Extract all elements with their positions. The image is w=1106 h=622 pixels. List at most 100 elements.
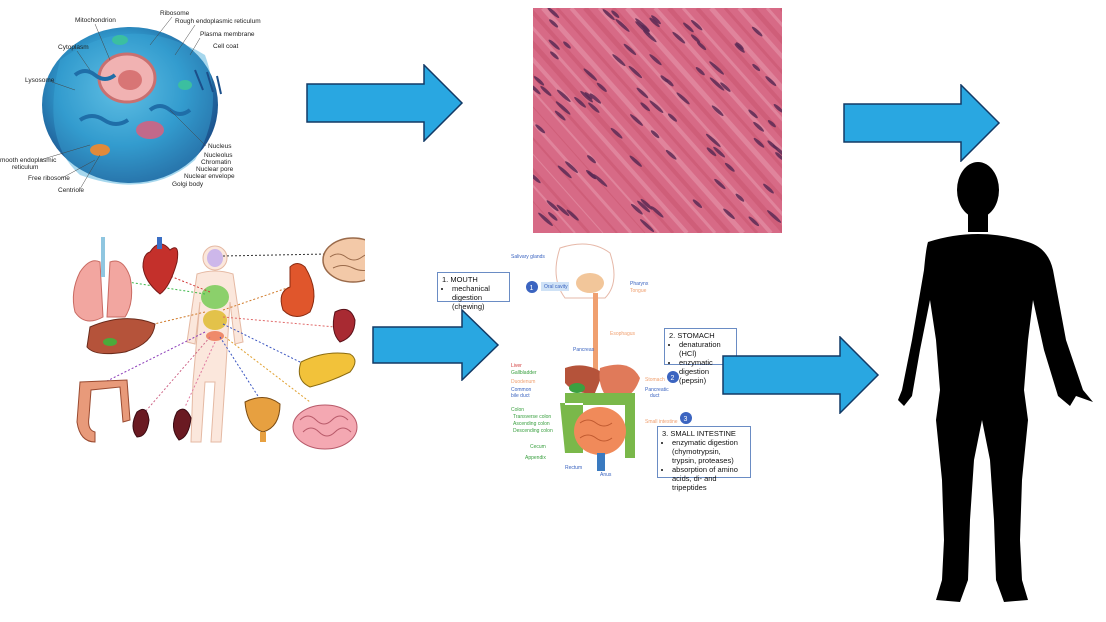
tissue-nucleus bbox=[533, 83, 541, 95]
label-descending-colon: Descending colon bbox=[513, 428, 553, 434]
tissue-nucleus bbox=[709, 77, 725, 91]
tissue-nucleus bbox=[584, 92, 593, 100]
callout-small-intestine-item-2: absorption of amino acids, di- and tripe… bbox=[672, 465, 746, 492]
tissue-nucleus bbox=[711, 105, 724, 117]
label-free-ribosome: Free ribosome bbox=[28, 175, 70, 182]
tissue-nucleus bbox=[706, 147, 717, 157]
label-liver: Liver bbox=[511, 363, 522, 369]
tissue-nucleus bbox=[773, 103, 782, 113]
tissue-nucleus bbox=[695, 67, 705, 76]
arrow-cell-to-tissue bbox=[306, 64, 464, 142]
tissue-fiber bbox=[533, 167, 591, 233]
digestive-system-diagram: 1 2 3 Salivary glands Oral cavity Pharyn… bbox=[505, 243, 765, 483]
tissue-nucleus bbox=[586, 169, 596, 180]
tissue-nucleus bbox=[630, 203, 643, 215]
tissue-nucleus bbox=[672, 31, 686, 44]
tissue-nucleus bbox=[651, 15, 661, 25]
callout-stomach-item-1: denaturation (HCl) bbox=[679, 340, 732, 358]
tissue-nucleus bbox=[713, 146, 726, 158]
tissue-nucleus bbox=[751, 26, 763, 37]
tissue-fiber bbox=[695, 8, 782, 107]
tissue-nucleus bbox=[752, 63, 761, 72]
tissue-nucleus bbox=[650, 130, 660, 139]
label-nucleus: Nucleus bbox=[208, 143, 232, 150]
tissue-nucleus bbox=[676, 92, 690, 105]
tissue-nucleus bbox=[775, 152, 782, 161]
tissue-nucleus bbox=[611, 10, 620, 18]
tissue-fiber bbox=[611, 8, 782, 202]
label-stomach: Stomach bbox=[645, 377, 665, 383]
tissue-nucleus bbox=[709, 61, 724, 75]
tissue-nucleus bbox=[547, 8, 560, 19]
label-rectum: Rectum bbox=[565, 465, 582, 471]
tissue-fiber bbox=[533, 120, 633, 233]
tissue-nucleus bbox=[643, 29, 657, 43]
tissue-nucleus bbox=[628, 65, 643, 79]
tissue-nucleus bbox=[635, 18, 651, 32]
tissue-nucleus bbox=[734, 43, 745, 53]
label-oral-cavity: Oral cavity bbox=[544, 284, 568, 290]
tissue-nucleus bbox=[767, 210, 782, 223]
tissue-nuclei bbox=[533, 8, 782, 233]
tissue-nucleus bbox=[683, 22, 694, 33]
callout-stomach-item-2: enzymatic digestion (pepsin) bbox=[679, 358, 732, 385]
tissue-nucleus bbox=[753, 121, 764, 132]
tissue-nucleus bbox=[690, 34, 701, 43]
tissue-nucleus bbox=[640, 219, 655, 233]
label-plasma-membrane: Plasma membrane bbox=[200, 31, 255, 38]
tissue-nucleus bbox=[538, 212, 553, 226]
tissue-fiber bbox=[583, 8, 782, 233]
pancreas bbox=[298, 352, 356, 388]
tissue-nucleus bbox=[623, 43, 637, 56]
tissue-fiber bbox=[533, 56, 689, 233]
tissue-fiber bbox=[533, 25, 717, 233]
digestive-organs bbox=[526, 243, 692, 471]
tissue-nucleus bbox=[554, 110, 566, 121]
tissue-nucleus bbox=[533, 173, 541, 184]
tissue-fiber bbox=[533, 153, 604, 233]
label-rough-er: Rough endoplasmic reticulum bbox=[175, 18, 261, 25]
large-intestine bbox=[76, 379, 131, 443]
tissue-fiber bbox=[533, 89, 660, 233]
tissue-fiber bbox=[533, 9, 731, 233]
label-tongue: Tongue bbox=[630, 288, 647, 294]
tissue-nucleus bbox=[696, 41, 707, 51]
marker-1: 1 bbox=[530, 285, 534, 292]
tissue-nucleus bbox=[566, 209, 579, 221]
callout-stomach-title: 2. STOMACH bbox=[669, 331, 715, 340]
label-cell-coat: Cell coat bbox=[213, 43, 238, 50]
callout-mouth-title: 1. MOUTH bbox=[442, 275, 478, 284]
callout-mouth-item: mechanical digestion (chewing) bbox=[452, 284, 505, 311]
tissue-nucleus bbox=[649, 17, 660, 28]
tissue-fiber bbox=[597, 8, 782, 217]
tissue-fiber bbox=[533, 184, 576, 233]
tissue-nucleus bbox=[748, 109, 758, 119]
label-duodenum: Duodenum bbox=[511, 379, 535, 385]
tissue-nucleus bbox=[574, 96, 587, 108]
muscle-tissue-micrograph bbox=[533, 8, 782, 233]
callout-mouth: 1. MOUTH mechanical digestion (chewing) bbox=[437, 272, 510, 311]
kidneys bbox=[132, 408, 192, 441]
label-chromatin: Chromatin bbox=[201, 159, 231, 166]
label-mitochondrion: Mitochondrion bbox=[75, 17, 116, 24]
bladder bbox=[244, 397, 281, 442]
label-common-bile-duct-2: bile duct bbox=[511, 393, 530, 399]
spleen bbox=[332, 308, 356, 343]
tissue-nucleus bbox=[720, 82, 731, 92]
tissue-fiber bbox=[723, 8, 782, 75]
tissue-nucleus bbox=[610, 127, 623, 139]
tissue-fiber bbox=[653, 8, 782, 154]
tissue-nucleus bbox=[636, 87, 649, 99]
arrow-system-to-organism bbox=[722, 336, 880, 414]
tissue-nucleus bbox=[735, 193, 745, 202]
label-salivary-glands: Salivary glands bbox=[511, 254, 545, 260]
tissue-nucleus bbox=[649, 54, 662, 66]
tissue-nucleus bbox=[556, 89, 571, 103]
label-golgi-body: Golgi body bbox=[172, 181, 204, 188]
tissue-nucleus bbox=[691, 20, 703, 31]
callout-small-intestine-title: 3. SMALL INTESTINE bbox=[662, 429, 736, 438]
tissue-nucleus bbox=[765, 76, 777, 87]
tissue-nucleus bbox=[665, 149, 677, 160]
label-ribosome: Ribosome bbox=[160, 10, 190, 17]
organs-diagram bbox=[65, 232, 365, 452]
